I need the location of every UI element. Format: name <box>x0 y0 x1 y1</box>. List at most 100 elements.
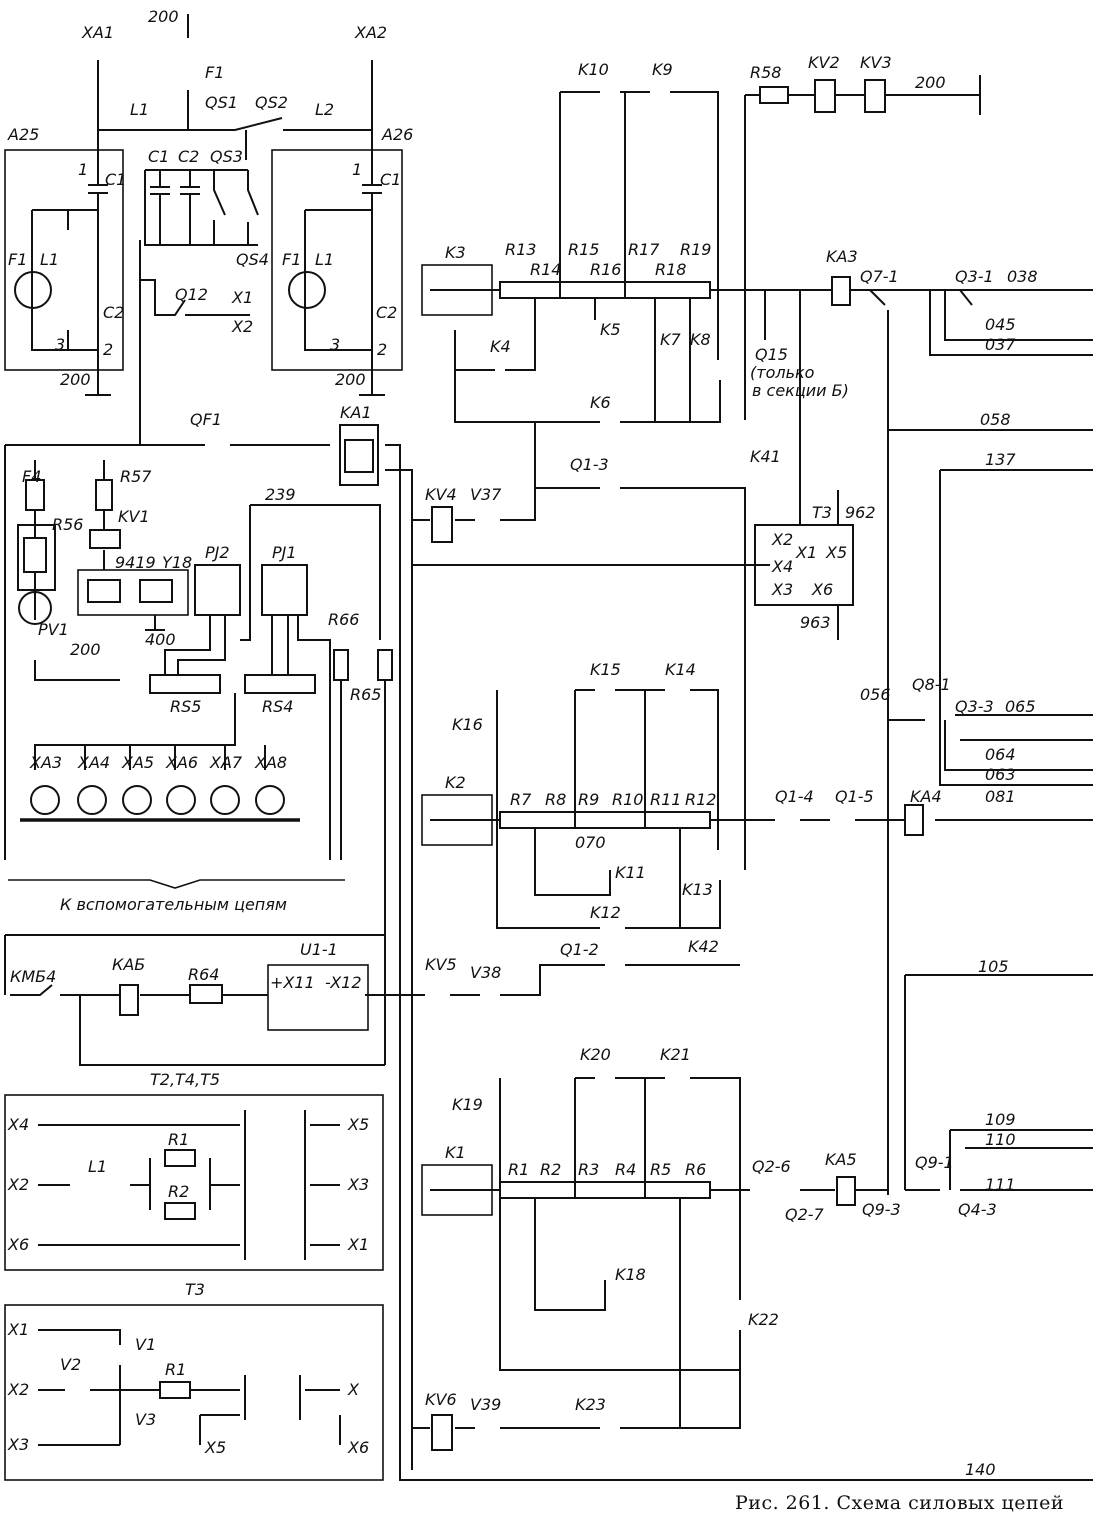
label-x6-t3box: X6 <box>811 580 833 599</box>
label-u1-1: U1-1 <box>300 940 338 959</box>
label-2-a25: 2 <box>103 340 113 359</box>
label-qf1: QF1 <box>190 410 222 429</box>
label-kv2: KV2 <box>808 53 840 72</box>
label-v2: V2 <box>60 1355 81 1374</box>
label-k11: K11 <box>615 863 646 882</box>
label-qs2: QS2 <box>255 93 288 112</box>
label-pv1: PV1 <box>38 620 69 639</box>
label-v37: V37 <box>470 485 502 504</box>
label-c2-mid: C2 <box>178 147 199 166</box>
label-r57: R57 <box>120 467 152 486</box>
label-056: 056 <box>860 685 891 704</box>
label-r12: R12 <box>685 790 716 809</box>
label-q1-2: Q1-2 <box>560 940 599 959</box>
label-063: 063 <box>985 765 1016 784</box>
label-k14: K14 <box>665 660 696 679</box>
label-r3: R3 <box>578 1160 599 1179</box>
label-065: 065 <box>1005 697 1036 716</box>
label-k6: K6 <box>590 393 611 412</box>
label-kmb4: КМБ4 <box>10 967 56 986</box>
label-k8: K8 <box>690 330 711 349</box>
label-r6: R6 <box>685 1160 706 1179</box>
q15-line2: (только <box>750 363 815 382</box>
label-q2-6: Q2-6 <box>752 1157 791 1176</box>
label-r56: R56 <box>52 515 83 534</box>
label-px11: +X11 <box>270 973 315 992</box>
label-l2: L2 <box>315 100 334 119</box>
label-070: 070 <box>575 833 606 852</box>
q15-line1: Q15 <box>755 345 788 364</box>
label-kv5: KV5 <box>425 955 457 974</box>
label-q4-3: Q4-3 <box>958 1200 997 1219</box>
label-r8: R8 <box>545 790 566 809</box>
label-k12: K12 <box>590 903 621 922</box>
label-081: 081 <box>985 787 1016 806</box>
label-q3-1: Q3-1 <box>955 267 994 286</box>
label-ka3: KA3 <box>826 247 858 266</box>
label-q1-5: Q1-5 <box>835 787 874 806</box>
label-r2-t2: R2 <box>168 1182 189 1201</box>
label-y18: Y18 <box>162 553 192 572</box>
label-rs4: RS4 <box>262 697 293 716</box>
label-xa1: XA1 <box>81 23 114 42</box>
label-x-t3: X <box>347 1380 360 1399</box>
label-x3-t3: X3 <box>7 1435 29 1454</box>
label-v39: V39 <box>470 1395 501 1414</box>
label-064: 064 <box>985 745 1016 764</box>
label-9419: 9419 <box>115 553 156 572</box>
label-q1-3: Q1-3 <box>570 455 609 474</box>
label-l1: L1 <box>130 100 149 119</box>
label-k9: K9 <box>652 60 673 79</box>
label-xa4: XA4 <box>77 753 110 772</box>
label-r7: R7 <box>510 790 532 809</box>
label-239: 239 <box>265 485 296 504</box>
label-f1-a26: F1 <box>282 250 301 269</box>
label-kv6: KV6 <box>425 1390 457 1409</box>
label-400: 400 <box>145 630 176 649</box>
t-group-title: Т2,Т4,Т5 <box>150 1070 220 1089</box>
label-3-a25: 3 <box>55 335 65 354</box>
label-x4-t3box: X4 <box>771 557 793 576</box>
label-f4: F4 <box>22 467 41 486</box>
label-q9-1: Q9-1 <box>915 1153 954 1172</box>
label-037: 037 <box>985 335 1016 354</box>
label-140: 140 <box>965 1460 996 1479</box>
label-c2-a26: C2 <box>376 303 397 322</box>
label-110: 110 <box>985 1130 1016 1149</box>
label-r64: R64 <box>188 965 219 984</box>
label-k41: K41 <box>750 447 781 466</box>
label-xa5: XA5 <box>121 753 154 772</box>
label-k22: K22 <box>748 1310 779 1329</box>
label-c1-a25: C1 <box>105 170 126 189</box>
label-q1-4: Q1-4 <box>775 787 814 806</box>
label-2-a26: 2 <box>377 340 387 359</box>
label-x1-q12: X1 <box>231 288 253 307</box>
component-labels: XA1 XA2 200 F1 L1 QS1 QS2 L2 A25 A26 C1 … <box>7 7 1038 1479</box>
label-c2-a25: C2 <box>103 303 124 322</box>
label-q12: Q12 <box>175 285 208 304</box>
label-x2-t3box: X2 <box>771 530 793 549</box>
label-x1-t2: X1 <box>347 1235 369 1254</box>
label-q3-3: Q3-3 <box>955 697 994 716</box>
label-1-a25: 1 <box>78 160 88 179</box>
label-200-pv1: 200 <box>70 640 101 659</box>
label-qs1: QS1 <box>205 93 238 112</box>
label-r16: R16 <box>590 260 621 279</box>
label-a26: A26 <box>381 125 413 144</box>
label-x3-t2: X3 <box>347 1175 369 1194</box>
label-ka5: KA5 <box>825 1150 857 1169</box>
label-962: 962 <box>845 503 876 522</box>
label-r13: R13 <box>505 240 536 259</box>
aux-circuits-label: К вспомогательным цепям <box>60 895 287 914</box>
label-r15: R15 <box>568 240 599 259</box>
label-k15: K15 <box>590 660 621 679</box>
label-kv4: KV4 <box>425 485 457 504</box>
label-r14: R14 <box>530 260 561 279</box>
label-xa6: XA6 <box>165 753 198 772</box>
label-109: 109 <box>985 1110 1016 1129</box>
label-3-a26: 3 <box>330 335 340 354</box>
label-k23: K23 <box>575 1395 606 1414</box>
label-k7: K7 <box>660 330 681 349</box>
label-l1-a25: L1 <box>40 250 59 269</box>
